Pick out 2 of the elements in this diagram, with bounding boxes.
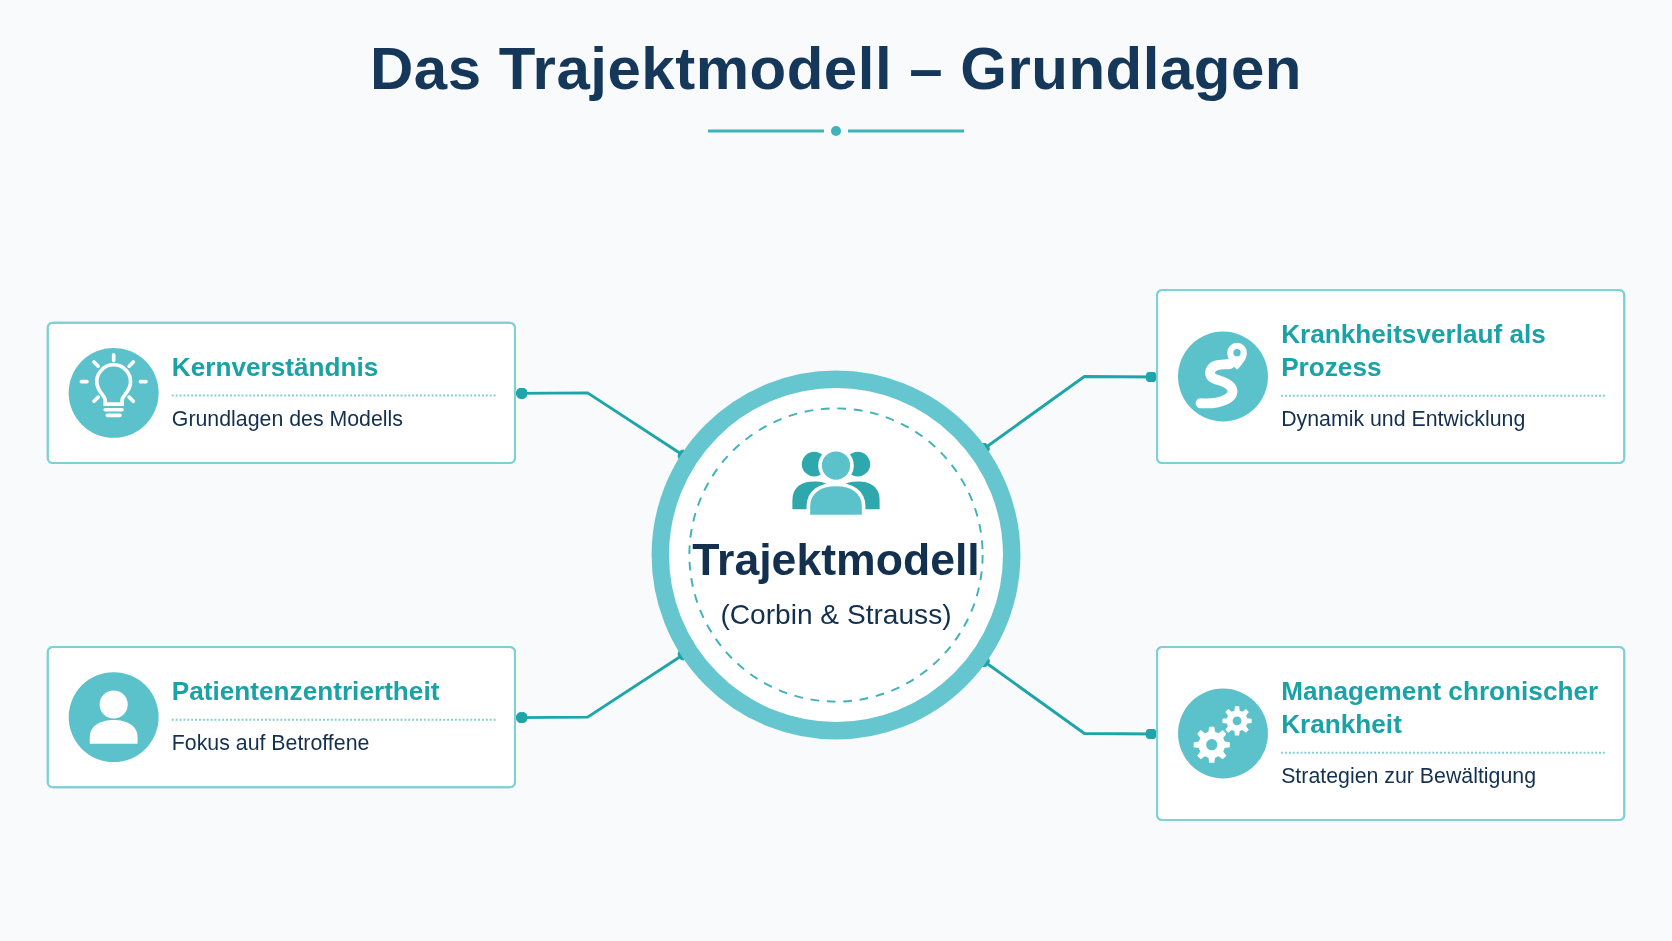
- diagram-title: Das Trajektmodell – Grundlagen: [370, 34, 1302, 103]
- node-circle: Trajektmodell (Corbin & Strauss): [651, 370, 1021, 740]
